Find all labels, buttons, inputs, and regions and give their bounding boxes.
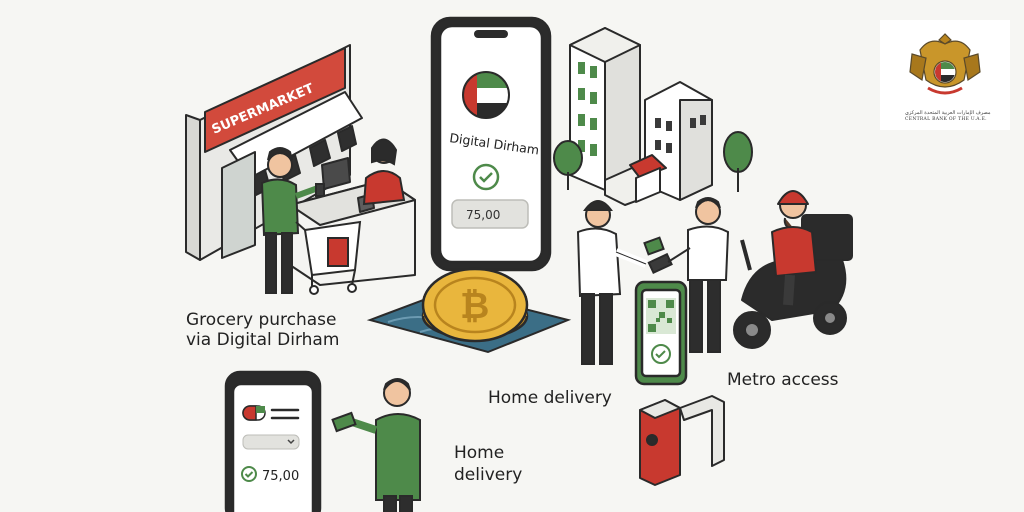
logo-english-text: CENTRAL BANK OF THE U.A.E. (905, 117, 987, 122)
delivery-person-left (576, 200, 648, 365)
big-phone-amount-box (451, 199, 529, 229)
caption-grocery-line2: via Digital Dirham (186, 330, 340, 351)
small-phone-lines (270, 408, 300, 420)
shopping-cart-icon (295, 220, 362, 295)
uae-flag-icon (462, 71, 510, 119)
qr-check-icon (651, 344, 671, 364)
caption-grocery-purchase: Grocery purchase via Digital Dirham (186, 310, 339, 351)
metro-gate-icon (639, 395, 725, 486)
scooter-rider (733, 190, 853, 349)
phone-handover-icon (643, 236, 673, 274)
caption-grocery-line1: Grocery purchase (186, 310, 337, 330)
tree-icon (553, 131, 753, 192)
svg-text:₿: ₿ (460, 286, 489, 327)
big-phone-amount: 75,00 (466, 208, 500, 222)
qr-code-icon (646, 298, 676, 334)
man-with-phone-figure (331, 378, 421, 512)
cashier-figure (362, 138, 406, 206)
small-phone-dropdown (242, 434, 300, 450)
grocery-customer-figure (260, 147, 325, 294)
supermarket-building (185, 44, 416, 286)
small-checkmark-icon (241, 466, 257, 482)
central-bank-logo (880, 20, 1010, 130)
bitcoin-coin-icon: ₿ (421, 267, 529, 343)
small-flag-icon (242, 405, 266, 421)
city-buildings (569, 27, 713, 206)
caption-metro-access: Metro access (727, 370, 839, 390)
emblem-icon (909, 33, 981, 95)
checkmark-icon (472, 163, 500, 191)
caption-home-delivery: Home delivery (488, 388, 612, 408)
small-phone-amount: 75,00 (262, 469, 299, 484)
caption-home-delivery-2: Home delivery (454, 443, 523, 485)
logo-arabic-text: مصرف الإمارات العربية المتحدة المركزي (905, 110, 991, 116)
delivery-person-right (667, 197, 730, 353)
chevron-down-icon (287, 439, 295, 445)
